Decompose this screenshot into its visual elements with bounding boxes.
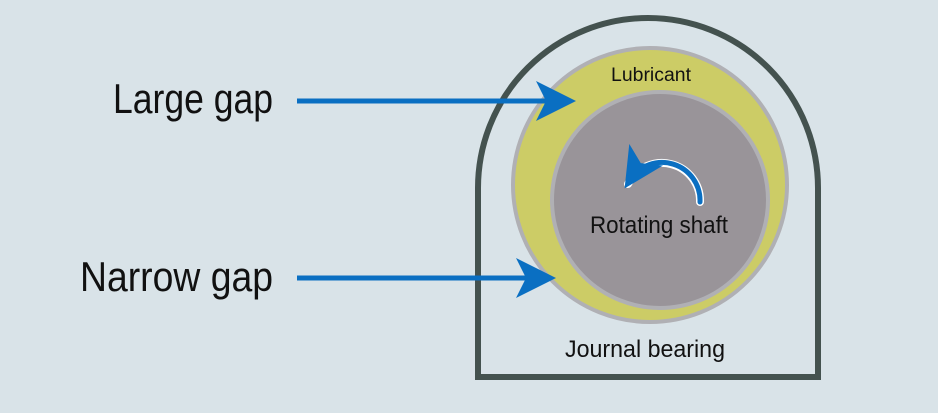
rotating-shaft-label: Rotating shaft [590, 212, 728, 239]
journal-bearing-label: Journal bearing [565, 336, 725, 363]
large-gap-label: Large gap [113, 75, 273, 122]
narrow-gap-label: Narrow gap [80, 253, 273, 300]
lubricant-label: Lubricant [611, 65, 692, 86]
rotating-shaft [550, 90, 770, 310]
rotation-arrow-icon [624, 143, 703, 205]
bearing-housing [475, 15, 821, 380]
